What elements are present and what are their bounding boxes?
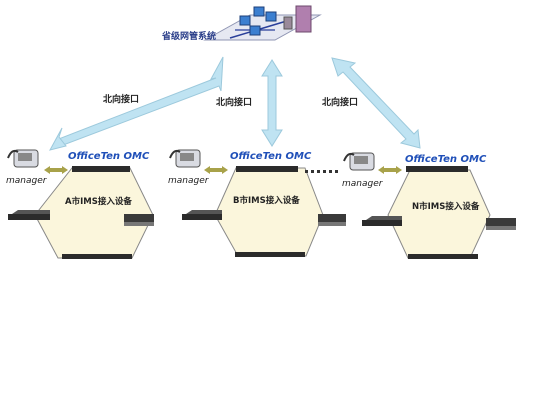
north-interface-label-middle: 北向接口 (216, 98, 253, 108)
region-n-devices (362, 166, 516, 259)
north-arrow-left (49, 56, 224, 151)
region-n-label: N市IMS接入设备 (412, 202, 480, 212)
region-a-devices (8, 166, 154, 259)
manager-label-b: manager (168, 176, 209, 186)
nms-computers-icon (203, 5, 322, 41)
manager-n-link-arrow (378, 166, 402, 174)
manager-b-link-arrow (204, 166, 228, 174)
region-n-cloud (387, 169, 491, 259)
region-b-cloud (214, 167, 324, 257)
north-arrow-middle (261, 59, 283, 147)
omc-label-b: OfficeTen OMC (230, 151, 312, 162)
north-interface-label-right: 北向接口 (322, 98, 359, 108)
continuation-dots (305, 170, 338, 173)
manager-n-phone-icon (343, 152, 375, 171)
region-b-label: B市IMS接入设备 (233, 196, 300, 206)
region-a-label: A市IMS接入设备 (65, 197, 132, 207)
manager-label-n: manager (342, 179, 383, 189)
manager-label-a: manager (6, 176, 47, 186)
north-arrow-right (331, 57, 421, 149)
region-b-devices (182, 166, 346, 257)
north-interface-label-left: 北向接口 (103, 95, 140, 105)
omc-label-a: OfficeTen OMC (68, 151, 150, 162)
omc-label-n: OfficeTen OMC (405, 154, 487, 165)
manager-b-phone-icon (169, 149, 201, 168)
manager-a-phone-icon (7, 149, 39, 168)
region-a-cloud (34, 167, 154, 259)
nms-title: 省级网管系统 (162, 32, 217, 42)
manager-a-link-arrow (44, 166, 68, 174)
